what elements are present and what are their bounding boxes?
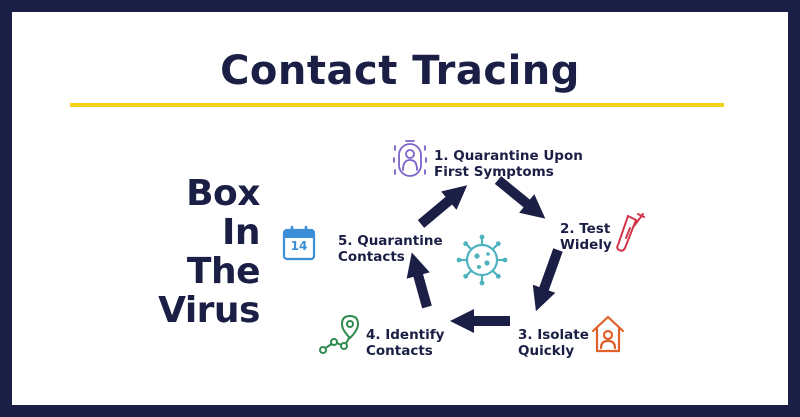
infographic-frame: Contact Tracing Box In The Virus (12, 12, 788, 405)
cycle-arrow-1-to-2 (494, 176, 546, 219)
slogan-line: In (221, 212, 261, 253)
person-quarantine-icon (393, 140, 427, 177)
slogan-line: Virus (158, 290, 260, 331)
cycle-arrow-2-to-3 (532, 248, 563, 312)
slogan-line: Box (186, 173, 260, 214)
step-isolate-quickly: 3. Isolate Quickly (518, 327, 589, 359)
step-test-widely: 2. Test Widely (560, 221, 612, 253)
cycle-arrow-4-to-5 (406, 252, 432, 309)
step-label: 4. Identify (366, 327, 445, 343)
step-label: First Symptoms (434, 164, 554, 180)
cycle-arrow-5-to-1 (417, 185, 468, 228)
slogan-line: The (186, 251, 261, 292)
step-label: 1. Quarantine Upon (434, 148, 583, 164)
step-label: 5. Quarantine (338, 233, 443, 249)
step-label: Quickly (518, 343, 575, 359)
test-tube-icon (616, 213, 645, 252)
page-title: Contact Tracing (220, 48, 580, 94)
step-quarantine-contacts: 5. Quarantine Contacts (338, 233, 443, 265)
step-label: Contacts (366, 343, 433, 359)
step-label: 3. Isolate (518, 327, 589, 343)
home-isolation-icon (591, 315, 625, 353)
calendar-number: 14 (290, 239, 308, 253)
step-identify-contacts: 4. Identify Contacts (366, 327, 444, 359)
step-label: 2. Test (560, 221, 611, 237)
step-label: Contacts (338, 249, 405, 265)
cycle-diagram (406, 176, 563, 334)
virus-icon (456, 234, 508, 286)
route-map-icon (319, 315, 359, 354)
calendar-icon: 14 (282, 225, 316, 261)
slogan: Box In The Virus (150, 174, 260, 330)
step-label: Widely (560, 237, 612, 253)
title-divider (70, 103, 724, 107)
step-quarantine-upon-symptoms: 1. Quarantine Upon First Symptoms (434, 148, 583, 180)
